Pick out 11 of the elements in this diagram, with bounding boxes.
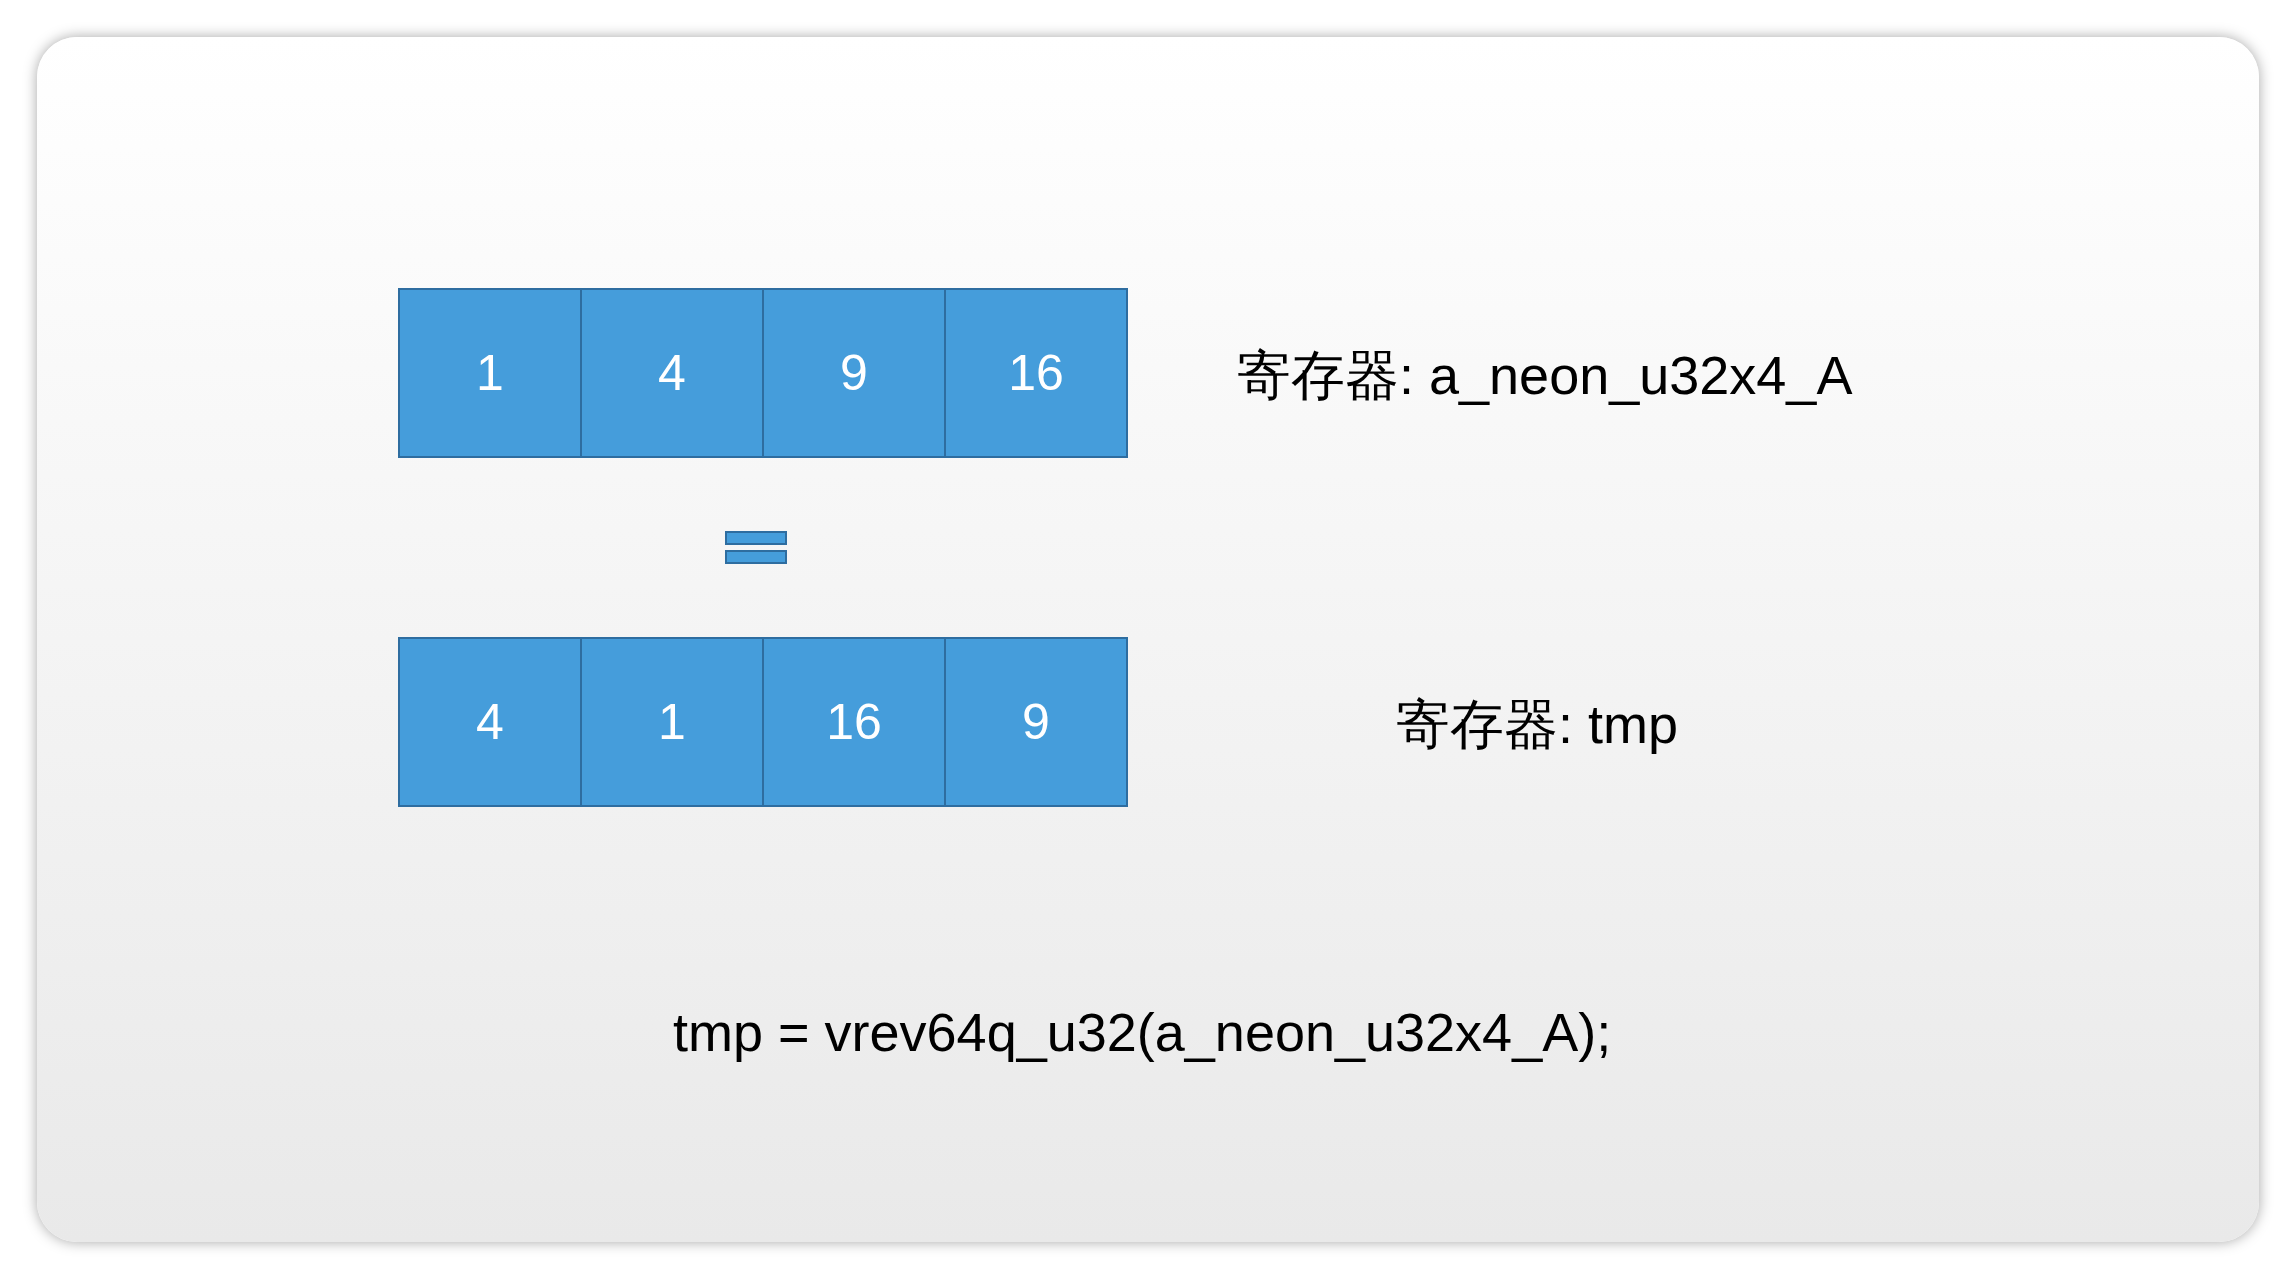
register-label: 寄存器: tmp bbox=[1396, 692, 1679, 756]
value-cell: 16 bbox=[944, 288, 1128, 458]
value-cell: 16 bbox=[762, 637, 946, 807]
value-cell: 4 bbox=[398, 637, 582, 807]
value-cell: 1 bbox=[580, 637, 764, 807]
value-cell: 4 bbox=[580, 288, 764, 458]
value-cell: 9 bbox=[944, 637, 1128, 807]
register-label: 寄存器: a_neon_u32x4_A bbox=[1237, 343, 1853, 407]
code-line: tmp = vrev64q_u32(a_neon_u32x4_A); bbox=[673, 1001, 1612, 1063]
value-cell: 9 bbox=[762, 288, 946, 458]
value-cell: 1 bbox=[398, 288, 582, 458]
